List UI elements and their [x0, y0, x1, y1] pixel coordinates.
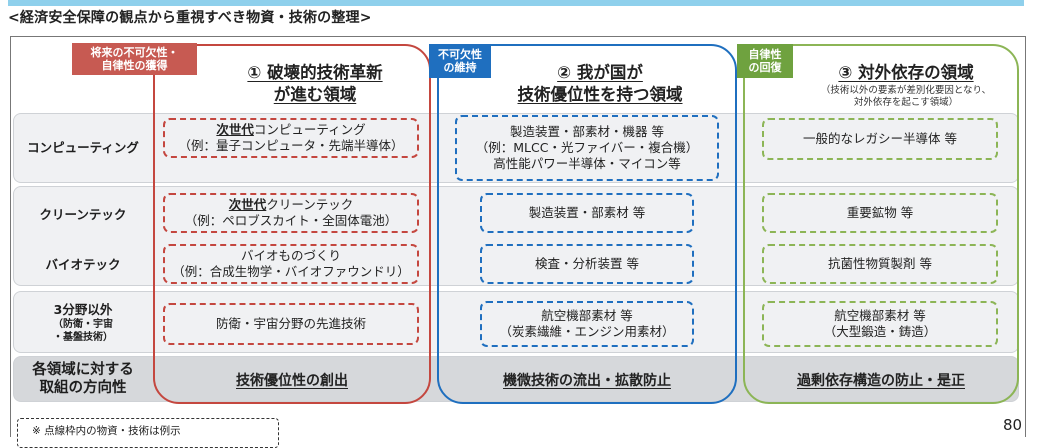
direction-green: 過剰依存構造の防止・是正 — [797, 373, 965, 389]
row-band-computing — [13, 113, 1019, 183]
tag-maintain-indispensability: 不可欠性の維持 — [429, 44, 491, 78]
column-disruptive-innovation — [153, 44, 431, 404]
column-technological-advantage — [437, 44, 737, 404]
cell-blue-computing: 製造装置・部素材・機器 等 （例：MLCC・光ファイバー・複合機） 高性能パワー… — [455, 115, 719, 181]
diagram-frame — [10, 36, 1026, 437]
column-title-green: ③ 対外依存の領域 — [838, 63, 974, 82]
cell-red-computing: 次世代コンピューティング （例：量子コンピュータ・先端半導体） — [163, 118, 419, 158]
cell-red-other: 防衛・宇宙分野の先進技術 — [163, 303, 419, 345]
row-band-clean-bio — [13, 186, 1019, 286]
column-external-dependence — [743, 44, 1019, 404]
cell-green-biotech: 抗菌性物質製剤 等 — [762, 244, 998, 284]
page-title: <経済安全保障の観点から重視すべき物資・技術の整理> — [8, 10, 372, 26]
row-band-direction — [13, 356, 1019, 402]
row-label-other: 3分野以外 （防衛・宇宙 ・基盤技術） — [53, 301, 113, 344]
column-note-green: （技術以外の要素が差別化要因となり、 対外依存を起こす領域） — [820, 85, 992, 108]
top-accent-bar — [8, 0, 1024, 6]
footnote-box: ※ 点線枠内の物資・技術は例示 — [17, 418, 279, 448]
cell-red-cleantech: 次世代クリーンテック （例：ペロブスカイト・全固体電池） — [163, 193, 419, 233]
row-label-cleantech: クリーンテック — [39, 206, 127, 222]
cell-red-biotech: バイオものづくり （例：合成生物学・バイオファウンドリ） — [163, 244, 419, 284]
cell-green-cleantech: 重要鉱物 等 — [762, 193, 998, 233]
cell-blue-cleantech: 製造装置・部素材 等 — [480, 193, 694, 233]
page-number: 80 — [1003, 416, 1023, 434]
direction-blue: 機微技術の流出・拡散防止 — [503, 373, 671, 389]
cell-blue-biotech: 検査・分析装置 等 — [480, 244, 694, 284]
cell-green-computing: 一般的なレガシー半導体 等 — [762, 118, 998, 160]
direction-red: 技術優位性の創出 — [236, 373, 348, 389]
column-title-blue: ② 我が国が 技術優位性を持つ領域 — [517, 63, 683, 105]
footnote-text: ※ 点線枠内の物資・技術は例示 — [32, 425, 181, 437]
tag-restore-autonomy: 自律性の回復 — [737, 44, 793, 78]
cell-green-other: 航空機部素材 等 （大型鍛造・鋳造） — [762, 301, 998, 347]
row-label-direction: 各領域に対する 取組の方向性 — [32, 361, 134, 396]
column-title-red: ① 破壊的技術革新 が進む領域 — [247, 63, 383, 105]
row-label-computing: コンピューティング — [27, 139, 139, 155]
cell-blue-other: 航空機部素材 等 （炭素繊維・エンジン用素材） — [480, 301, 694, 347]
tag-future-indispensability: 将来の不可欠性・自律性の獲得 — [72, 43, 197, 75]
row-label-biotech: バイオテック — [45, 256, 121, 272]
